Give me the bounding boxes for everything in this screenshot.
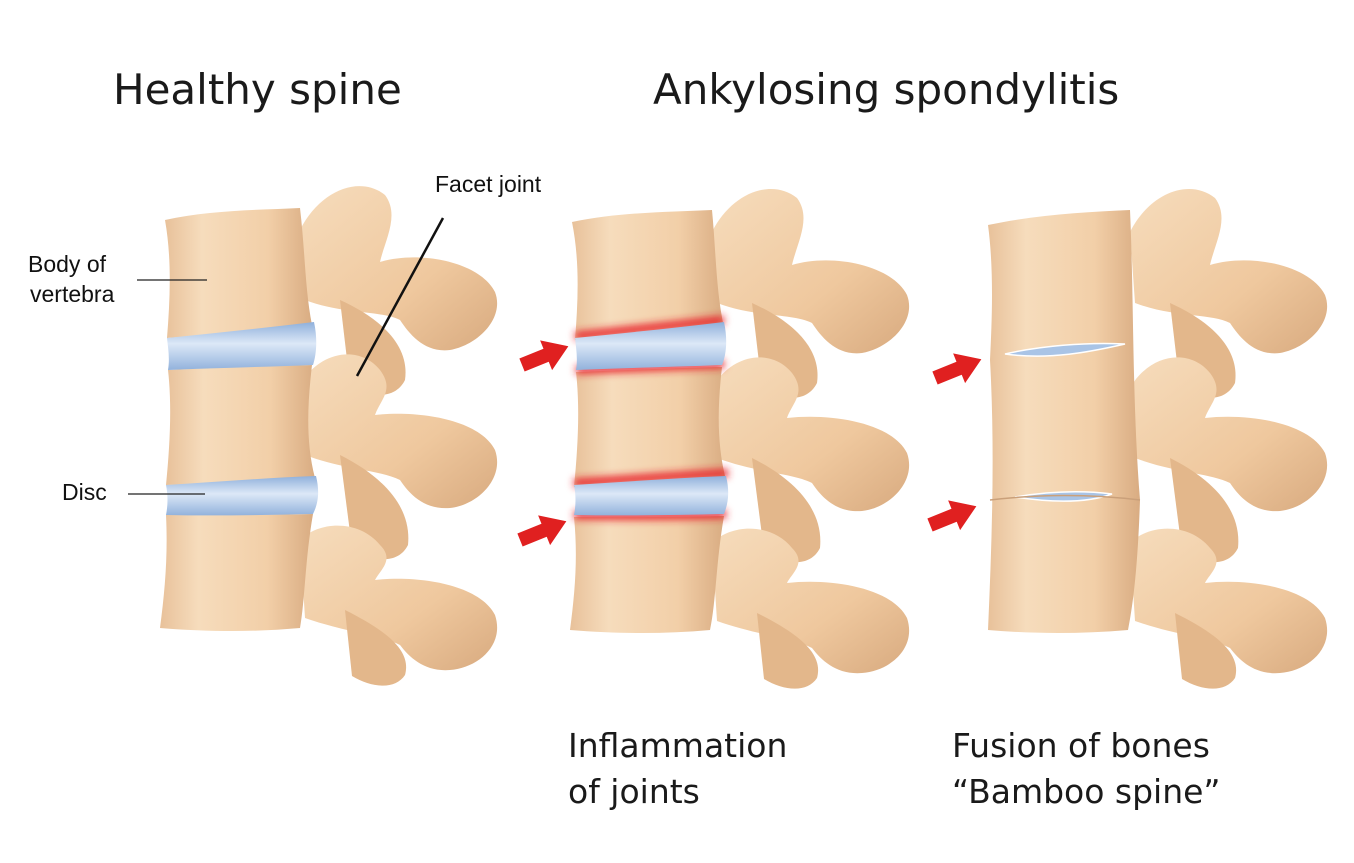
fused-vertebral-column bbox=[988, 210, 1140, 633]
intervertebral-disc bbox=[167, 322, 317, 370]
vertebral-body bbox=[165, 208, 312, 338]
inflamed-spine-illustration bbox=[570, 188, 910, 689]
arrow-right-icon bbox=[517, 515, 567, 547]
vertebral-body bbox=[572, 210, 724, 340]
label-disc: Disc bbox=[62, 479, 107, 505]
label-body-of-vertebra-line1: Body of bbox=[28, 251, 107, 277]
inflamed-disc bbox=[575, 322, 727, 370]
caption-fusion-line2: “Bamboo spine” bbox=[952, 772, 1221, 811]
caption-fusion-line1: Fusion of bones bbox=[952, 726, 1210, 765]
label-body-of-vertebra-line2: vertebra bbox=[30, 281, 115, 307]
caption-inflammation-line2: of joints bbox=[568, 772, 700, 811]
arrow-right-icon bbox=[927, 500, 977, 532]
caption-inflammation-line1: Inflammation bbox=[568, 726, 787, 765]
title-ankylosing-spondylitis: Ankylosing spondylitis bbox=[653, 65, 1119, 114]
spinous-process bbox=[712, 528, 910, 689]
vertebral-body bbox=[166, 365, 315, 485]
arrow-right-icon bbox=[519, 340, 569, 372]
intervertebral-disc bbox=[166, 476, 319, 516]
spinous-process bbox=[1130, 528, 1328, 689]
residual-disc bbox=[1014, 491, 1113, 503]
spinous-process bbox=[300, 525, 498, 686]
inflamed-disc bbox=[574, 476, 729, 516]
title-healthy-spine: Healthy spine bbox=[113, 65, 402, 114]
vertebral-body bbox=[574, 367, 726, 487]
arrow-right-icon bbox=[932, 353, 982, 385]
vertebral-body bbox=[160, 514, 313, 631]
vertebral-body bbox=[570, 516, 724, 633]
residual-disc bbox=[1004, 342, 1126, 357]
label-facet-joint: Facet joint bbox=[435, 171, 542, 197]
fused-spine-illustration bbox=[988, 188, 1328, 689]
healthy-spine-illustration bbox=[160, 186, 498, 686]
leader-line-facet bbox=[355, 217, 445, 377]
